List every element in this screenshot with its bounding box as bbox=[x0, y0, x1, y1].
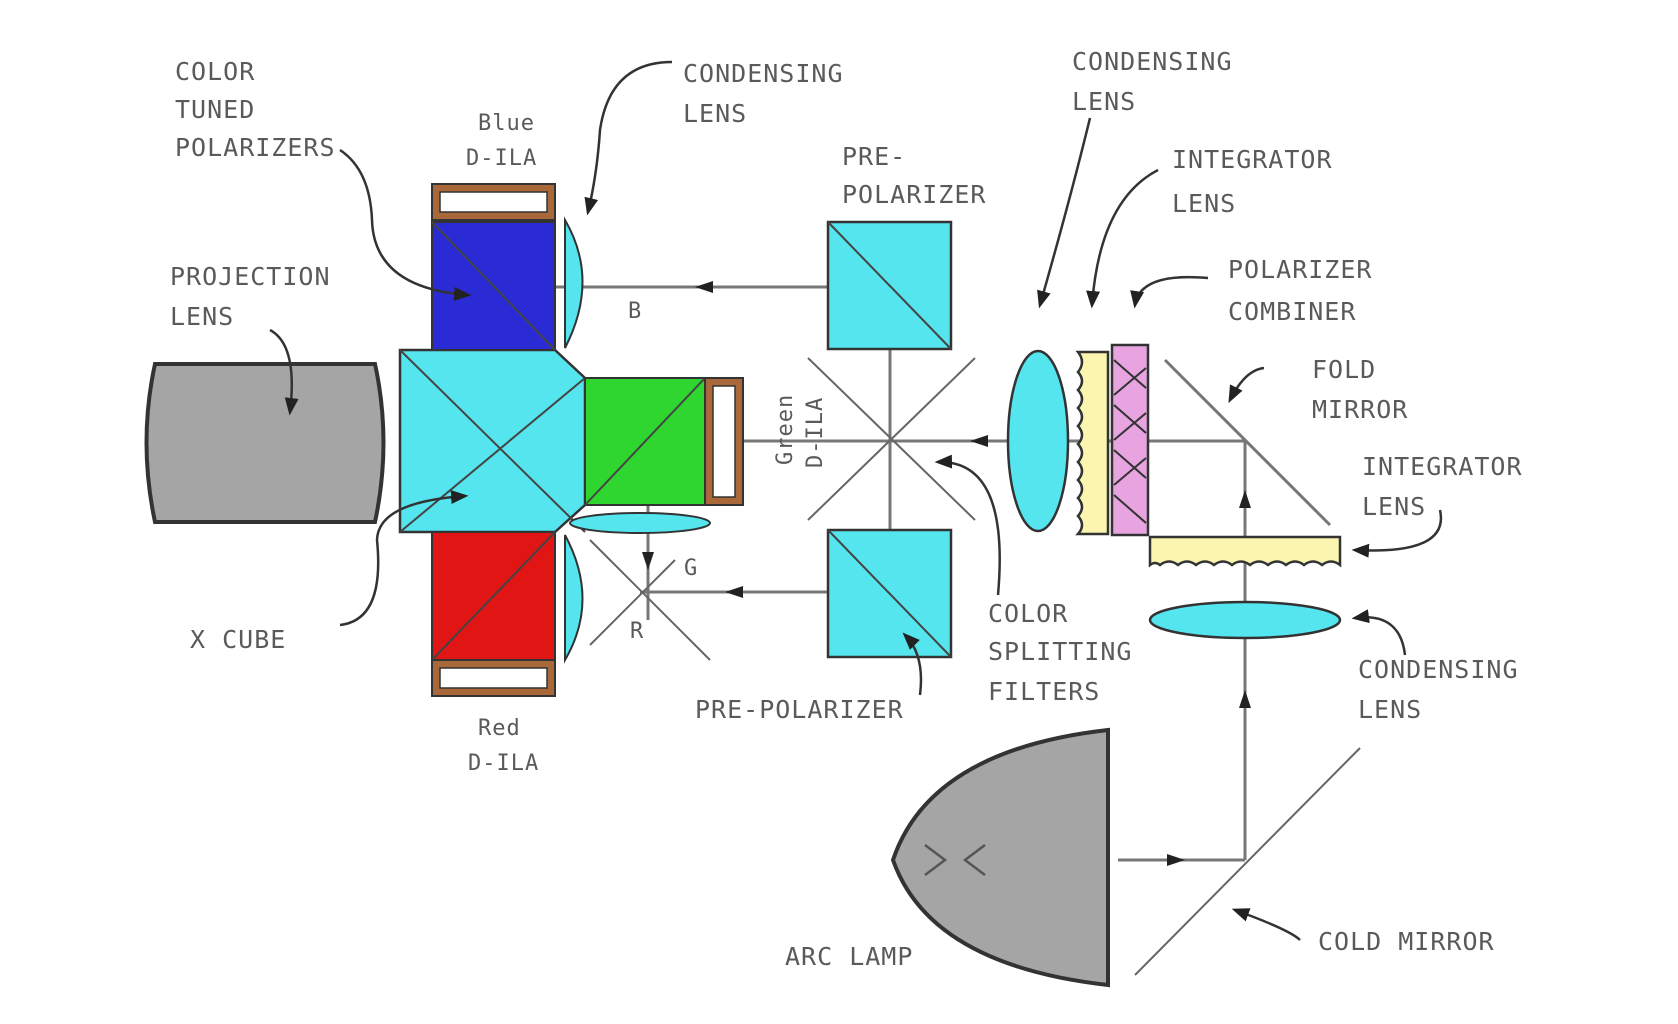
label-blue-dila-2: D-ILA bbox=[466, 146, 537, 171]
cold-mirror bbox=[1134, 747, 1361, 976]
label-integrator-lens-top-2: LENS bbox=[1172, 189, 1236, 218]
label-red-dila-1: Red bbox=[478, 716, 521, 741]
label-color-tuned-polarizers-3: POLARIZERS bbox=[175, 133, 336, 162]
label-blue-dila-1: Blue bbox=[478, 111, 535, 136]
pre-polarizer-bottom bbox=[826, 528, 953, 659]
label-color-splitting-filters-3: FILTERS bbox=[988, 677, 1100, 706]
label-pre-polarizer-bottom: PRE-POLARIZER bbox=[695, 695, 904, 724]
label-arc-lamp: ARC LAMP bbox=[785, 942, 913, 971]
label-condensing-lens-top-2: LENS bbox=[683, 99, 747, 128]
labels: COLOR TUNED POLARIZERS Blue D-ILA CONDEN… bbox=[170, 47, 1523, 971]
label-pointers bbox=[269, 60, 1443, 941]
condensing-lenses-small bbox=[564, 216, 711, 664]
fold-mirror bbox=[1163, 358, 1332, 527]
x-cube bbox=[398, 348, 587, 534]
label-color-tuned-polarizers-1: COLOR bbox=[175, 57, 255, 86]
label-pre-polarizer-top-1: PRE- bbox=[842, 142, 906, 171]
label-fold-mirror-2: MIRROR bbox=[1312, 395, 1408, 424]
label-projection-lens-1: PROJECTION bbox=[170, 262, 331, 291]
label-polarizer-combiner-2: COMBINER bbox=[1228, 297, 1356, 326]
label-condensing-lens-right-1: CONDENSING bbox=[1072, 47, 1233, 76]
dichroic-mirror-r-back bbox=[589, 559, 676, 646]
label-red-dila-2: D-ILA bbox=[468, 751, 539, 776]
integrator-lens-horizontal bbox=[1148, 535, 1342, 568]
label-condensing-lens-top-1: CONDENSING bbox=[683, 59, 844, 88]
label-fold-mirror-1: FOLD bbox=[1312, 355, 1376, 384]
arc-lamp bbox=[890, 727, 1110, 988]
label-projection-lens-2: LENS bbox=[170, 302, 234, 331]
label-x-cube: X CUBE bbox=[190, 625, 286, 654]
label-integrator-lens-right-2: LENS bbox=[1362, 492, 1426, 521]
label-condensing-lens-bottom-2: LENS bbox=[1358, 695, 1422, 724]
condensing-lens-bottom bbox=[1148, 600, 1342, 640]
label-green-dila-2: D-ILA bbox=[803, 397, 828, 468]
condensing-lens-right bbox=[1006, 349, 1070, 533]
label-ray-r: R bbox=[630, 619, 644, 644]
label-ray-b: B bbox=[628, 299, 642, 324]
label-condensing-lens-bottom-1: CONDENSING bbox=[1358, 655, 1519, 684]
label-polarizer-combiner-1: POLARIZER bbox=[1228, 255, 1372, 284]
label-condensing-lens-right-2: LENS bbox=[1072, 87, 1136, 116]
red-dila bbox=[431, 531, 556, 697]
polarizer-combiner bbox=[1110, 343, 1150, 537]
dichroic-mirror-r bbox=[589, 539, 711, 661]
color-splitting-filters bbox=[807, 357, 976, 521]
integrator-lens-vertical bbox=[1075, 350, 1110, 536]
label-pre-polarizer-top-2: POLARIZER bbox=[842, 180, 986, 209]
label-green-dila-1: Green bbox=[773, 394, 798, 465]
label-integrator-lens-top-1: INTEGRATOR bbox=[1172, 145, 1333, 174]
label-color-splitting-filters-2: SPLITTING bbox=[988, 637, 1132, 666]
label-cold-mirror: COLD MIRROR bbox=[1318, 927, 1495, 956]
blue-dila bbox=[431, 183, 556, 351]
label-color-tuned-polarizers-2: TUNED bbox=[175, 95, 255, 124]
label-integrator-lens-right-1: INTEGRATOR bbox=[1362, 452, 1523, 481]
label-ray-g: G bbox=[684, 556, 698, 581]
label-color-splitting-filters-1: COLOR bbox=[988, 599, 1068, 628]
pre-polarizer-top bbox=[826, 220, 953, 351]
green-dila bbox=[584, 377, 744, 506]
projection-lens bbox=[144, 362, 386, 524]
